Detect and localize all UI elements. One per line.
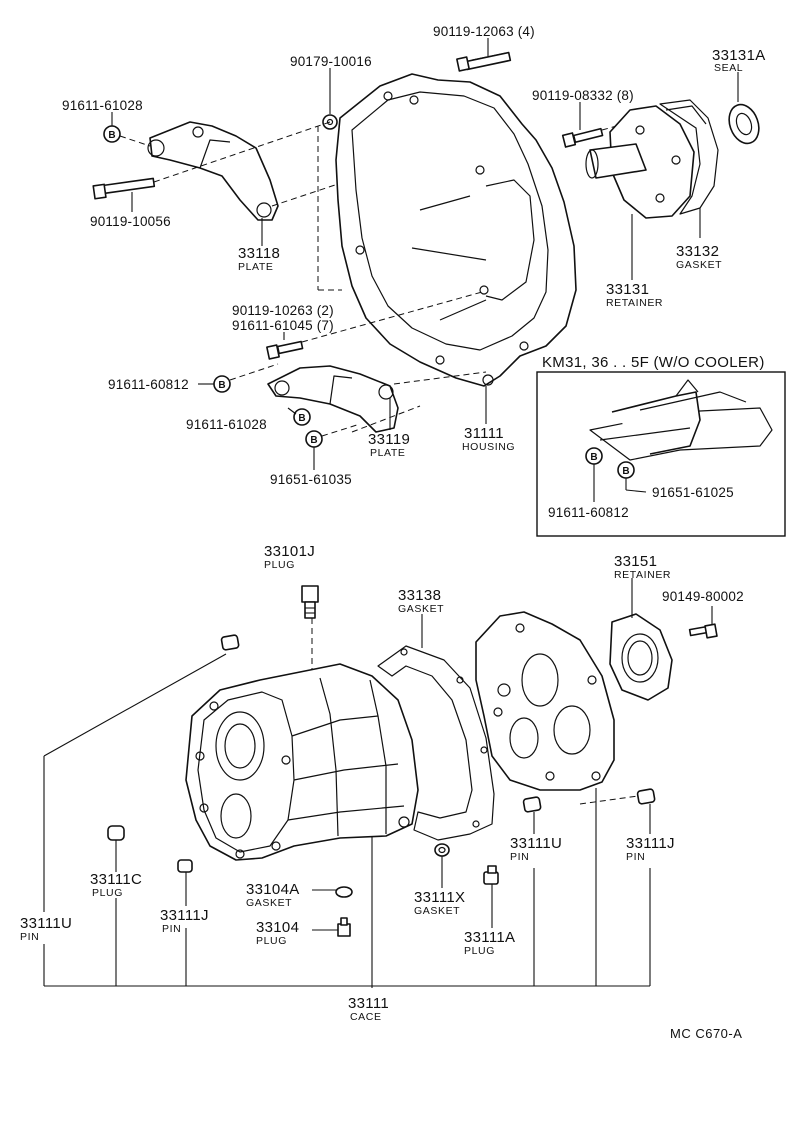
label-90119-08332: 90119-08332 (8) [532, 88, 634, 103]
washer-b-icon: B [585, 447, 603, 465]
inset-title: KM31, 36 . . 5F (W/O COOLER) [542, 354, 765, 371]
label-90179-10016: 90179-10016 [290, 54, 372, 69]
name-33111a: PLUG [464, 945, 495, 957]
label-33111u-left: 33111U [20, 915, 72, 932]
label-33119: 33119 [368, 431, 410, 448]
bolt-90119-10263-icon [266, 340, 304, 360]
label-33111u-right: 33111U [510, 835, 562, 852]
name-33132: GASKET [676, 259, 722, 271]
label-91611-61028-top: 91611-61028 [62, 98, 143, 113]
name-31111: HOUSING [462, 441, 515, 453]
label-33111a: 33111A [464, 929, 515, 946]
washer-b-icon: B [103, 125, 121, 143]
washer-b-icon: B [617, 461, 635, 479]
name-33111u-right: PIN [510, 851, 529, 863]
washer-mark: B [310, 435, 317, 446]
transmission-case-33111-icon [185, 663, 419, 861]
name-33111j-right: PIN [626, 851, 645, 863]
name-33119: PLATE [370, 447, 405, 459]
retainer-33131-icon [585, 105, 695, 219]
label-33104a: 33104A [246, 881, 300, 898]
name-33111c: PLUG [92, 887, 123, 899]
name-33118: PLATE [238, 261, 273, 273]
name-33101j: PLUG [264, 559, 295, 571]
name-33111j-left: PIN [162, 923, 181, 935]
washer-mark: B [108, 130, 115, 141]
name-33111u-left: PIN [20, 931, 39, 943]
washer-b-icon: B [305, 430, 323, 448]
label-91611-60812-left: 91611-60812 [108, 377, 189, 392]
label-90149-80002: 90149-80002 [662, 589, 744, 604]
label-33104: 33104 [256, 919, 299, 936]
name-33131: RETAINER [606, 297, 663, 309]
washer-mark: B [590, 452, 597, 463]
bolt-90119-12063-icon [456, 51, 512, 72]
label-33111x: 33111X [414, 889, 465, 906]
label-33111c: 33111C [90, 871, 142, 888]
label-91611-60812-inset: 91611-60812 [548, 505, 629, 520]
label-33131: 33131 [606, 281, 649, 298]
inset-bracket-icon [589, 379, 773, 461]
label-90119-10056: 90119-10056 [90, 214, 171, 229]
bolt-90119-10056-icon [92, 177, 156, 200]
intermediate-plate-icon [475, 611, 615, 791]
name-33104: PLUG [256, 935, 287, 947]
label-31111: 31111 [464, 425, 504, 442]
plug-33101j-icon [301, 585, 319, 619]
label-33132: 33132 [676, 243, 719, 260]
pin-icon [522, 796, 542, 813]
gasket-33111x-icon [434, 843, 450, 857]
plate-33119-icon [267, 365, 399, 433]
retainer-33151-icon [609, 613, 673, 701]
washer-b-icon: B [213, 375, 231, 393]
bolt-90149-80002-icon [688, 623, 718, 639]
name-33111: CACE [350, 1011, 382, 1023]
label-33131a: 33131A [712, 47, 766, 64]
label-90119-10263: 90119-10263 (2) [232, 303, 334, 318]
pin-icon [636, 788, 656, 805]
washer-mark: B [298, 413, 305, 424]
bell-housing-31111-icon [335, 73, 577, 387]
washer-b-icon: B [293, 408, 311, 426]
label-33111: 33111 [348, 995, 389, 1012]
figure-code: MC C670-A [670, 1026, 742, 1041]
plug-33111c-icon [107, 825, 125, 841]
name-33138: GASKET [398, 603, 444, 615]
label-91651-61035: 91651-61035 [270, 472, 352, 487]
bolt-90119-08332-icon [561, 127, 604, 148]
label-33118: 33118 [238, 245, 280, 262]
plate-33118-icon [147, 121, 279, 221]
name-33131a: SEAL [714, 62, 743, 74]
label-33111j-right: 33111J [626, 835, 675, 852]
name-33104a: GASKET [246, 897, 292, 909]
name-33151: RETAINER [614, 569, 671, 581]
pin-icon [177, 859, 193, 873]
washer-mark: B [622, 466, 629, 477]
plug-33104-icon [337, 917, 351, 937]
label-33111j-left: 33111J [160, 907, 209, 924]
label-91651-61025: 91651-61025 [652, 485, 734, 500]
seal-33131a-icon [728, 103, 760, 145]
name-33111x: GASKET [414, 905, 460, 917]
gasket-33104a-icon [335, 886, 353, 898]
label-33151: 33151 [614, 553, 657, 570]
gasket-33138-icon [377, 645, 495, 841]
plug-33111a-icon [483, 865, 499, 885]
pin-icon [220, 634, 240, 651]
washer-mark: B [218, 380, 225, 391]
label-91611-61028-lower: 91611-61028 [186, 417, 267, 432]
label-33138: 33138 [398, 587, 441, 604]
label-91611-61045: 91611-61045 (7) [232, 318, 334, 333]
label-33101j: 33101J [264, 543, 315, 560]
label-90119-12063: 90119-12063 (4) [433, 24, 535, 39]
